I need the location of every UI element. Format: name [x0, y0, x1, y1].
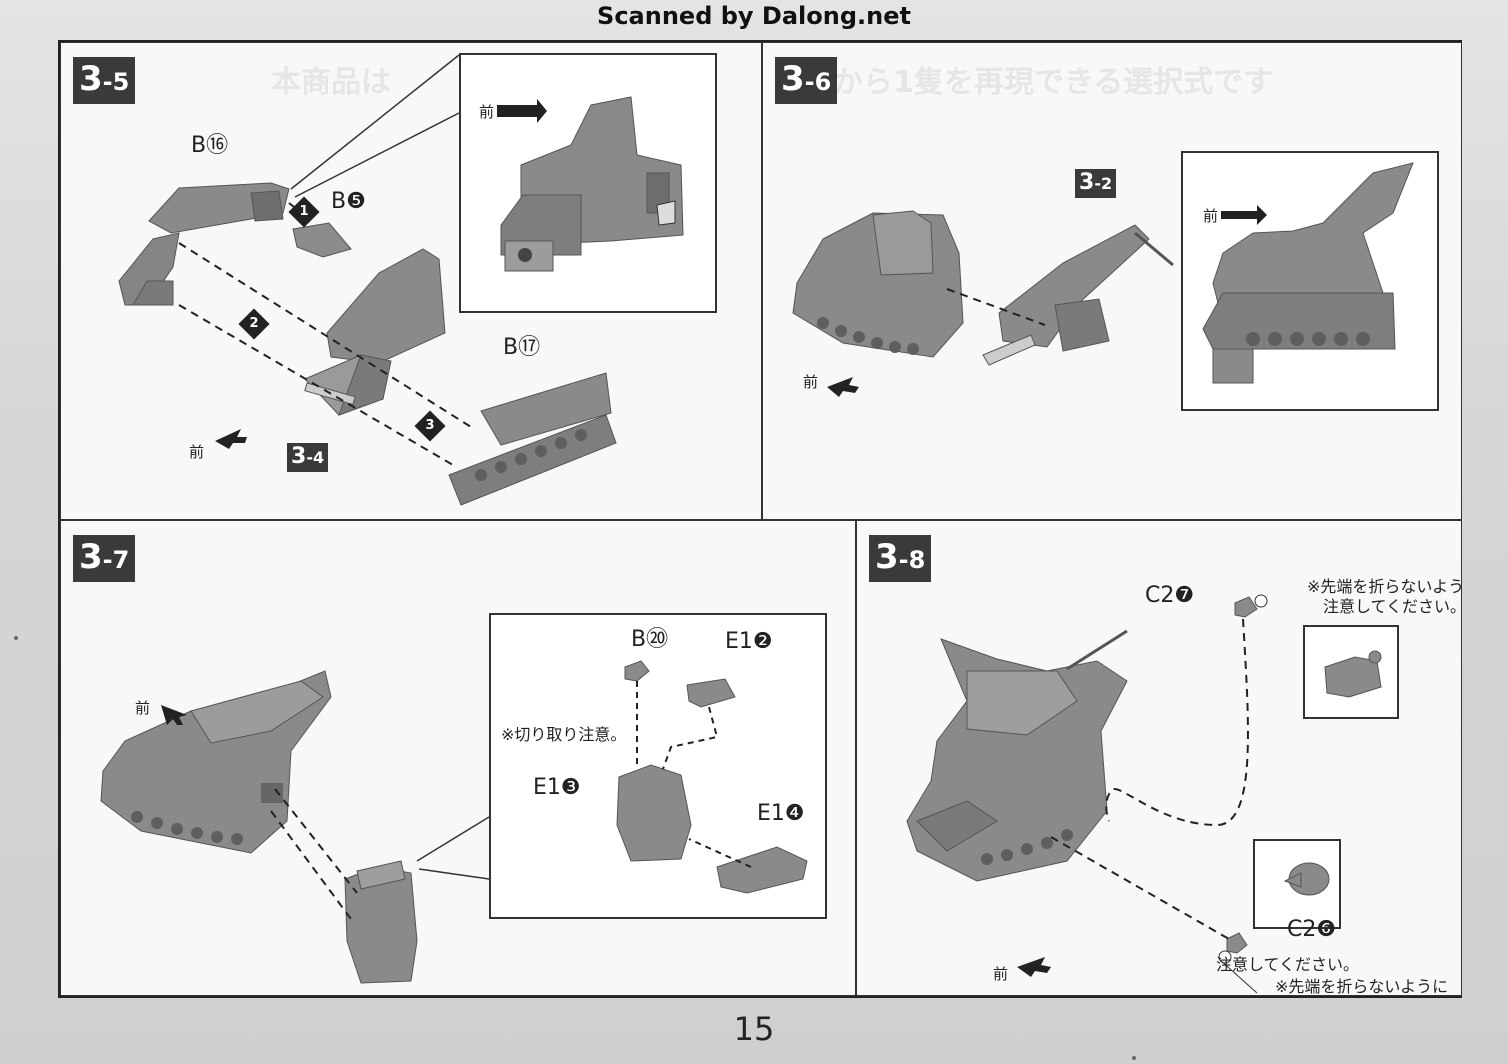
- part-b5-drawing: [292, 222, 352, 258]
- note-line: ※先端を折らないように: [1307, 577, 1461, 596]
- inset-illustration: [497, 96, 684, 272]
- step-3-6-illustration: [792, 210, 1174, 397]
- assembled-hull-drawing: [100, 670, 332, 854]
- step-sub: -5: [102, 68, 130, 96]
- background-banner-right: から1隻を再現できる選択式です: [833, 65, 1274, 100]
- step-3-8-panel: 3-8: [856, 520, 1462, 996]
- cut-caution-note: ※切り取り注意。: [501, 725, 627, 744]
- order-number: 2: [249, 316, 259, 331]
- step-3-5-panel: 本商品は 3-5: [60, 42, 762, 520]
- inset-detail-3-5: 前: [459, 53, 717, 313]
- step-sub: -6: [804, 68, 832, 96]
- part-b17-drawing: [448, 372, 617, 506]
- step-3-6-badge: 3-6: [775, 57, 838, 104]
- ref-tag-num: 3: [1079, 170, 1095, 195]
- label-e1-4: E1❹: [757, 801, 805, 826]
- order-number: 3: [425, 418, 435, 433]
- part-b16-drawing: [118, 182, 290, 306]
- order-marker-1: 1: [288, 196, 320, 228]
- order-marker-2: 2: [238, 308, 270, 340]
- note-line: ※先端を折らないように: [1275, 977, 1449, 996]
- instruction-sheet: 本商品は 3-5: [58, 40, 1462, 998]
- label-c2-7: C2❼: [1145, 583, 1195, 608]
- hull-drawing: [792, 210, 964, 358]
- step-3-6-panel: から1隻を再現できる選択式です 3-6 3-2 前: [762, 42, 1462, 520]
- inset-front-label: 前: [1203, 207, 1219, 225]
- inset-front-label: 前: [479, 103, 495, 121]
- part-3-4-drawing: [304, 248, 446, 416]
- ref-tag-3-2: 3-2: [1075, 169, 1117, 198]
- step-number: 3: [875, 537, 899, 577]
- inset-illustration: [1324, 650, 1382, 698]
- label-b5: B❺: [331, 189, 366, 214]
- step-number: 3: [79, 59, 103, 99]
- part-c2-7-drawing: [1234, 594, 1268, 618]
- assembled-ship-drawing: [906, 629, 1128, 882]
- step-3-7-illustration: [100, 670, 490, 984]
- step-3-5-illustration: [118, 54, 617, 506]
- part-3-2-drawing: [982, 224, 1174, 366]
- step-3-7-badge: 3-7: [73, 535, 136, 582]
- inset-illustration: [1202, 162, 1414, 384]
- watermark: Scanned by Dalong.net: [597, 2, 911, 30]
- label-b20: B⑳: [631, 627, 669, 652]
- step-number: 3: [781, 59, 805, 99]
- inset-detail-c2-6: [1253, 839, 1341, 929]
- inset-detail-c2-7: [1303, 625, 1399, 719]
- label-e1-3: E1❸: [533, 775, 581, 800]
- page-number: 15: [733, 1010, 775, 1048]
- step-sub: -8: [898, 546, 926, 574]
- label-b17: B⑰: [503, 335, 541, 360]
- background-banner-left: 本商品は: [271, 65, 391, 100]
- step-sub: -7: [102, 546, 130, 574]
- front-label: 前: [993, 965, 1009, 983]
- tip-caution-note-top: ※先端を折らないように 注意してください。: [1307, 577, 1462, 617]
- sub-assembly-drawing: [344, 860, 418, 984]
- label-c2-6: C2❻: [1287, 917, 1337, 942]
- ref-tag-sub: -2: [1094, 174, 1113, 193]
- step-3-8-badge: 3-8: [869, 535, 932, 582]
- order-marker-3: 3: [414, 410, 446, 442]
- scan-dot: [14, 636, 18, 640]
- label-b16: B⑯: [191, 133, 229, 158]
- tip-caution-note-bottom: ※先端を折らないように: [1275, 977, 1449, 996]
- inset-illustration: [616, 660, 808, 894]
- ref-tag-num: 3: [291, 444, 307, 469]
- ref-tag-sub: -4: [306, 448, 325, 467]
- step-3-8-illustration: [906, 594, 1268, 994]
- order-number: 1: [299, 204, 309, 219]
- inset-detail-3-7: B⑳ E1❷ ※切り取り注意。 E1❸ E1❹: [489, 613, 827, 919]
- tip-caution-note-bottom-line2: 注意してください。: [1216, 955, 1360, 974]
- part-c2-6-drawing: [1218, 932, 1248, 964]
- step-3-5-badge: 3-5: [73, 57, 136, 104]
- front-label: 前: [803, 373, 819, 391]
- label-e1-2: E1❷: [725, 629, 773, 654]
- scan-dot: [1132, 1056, 1136, 1060]
- inset-illustration: [1283, 862, 1330, 896]
- front-label: 前: [189, 443, 205, 461]
- ref-tag-3-4: 3-4: [287, 443, 329, 472]
- step-3-7-panel: 3-7 前: [60, 520, 856, 996]
- note-line: 注意してください。: [1323, 597, 1462, 616]
- step-number: 3: [79, 537, 103, 577]
- inset-detail-3-6: 前: [1181, 151, 1439, 411]
- front-label: 前: [135, 699, 151, 717]
